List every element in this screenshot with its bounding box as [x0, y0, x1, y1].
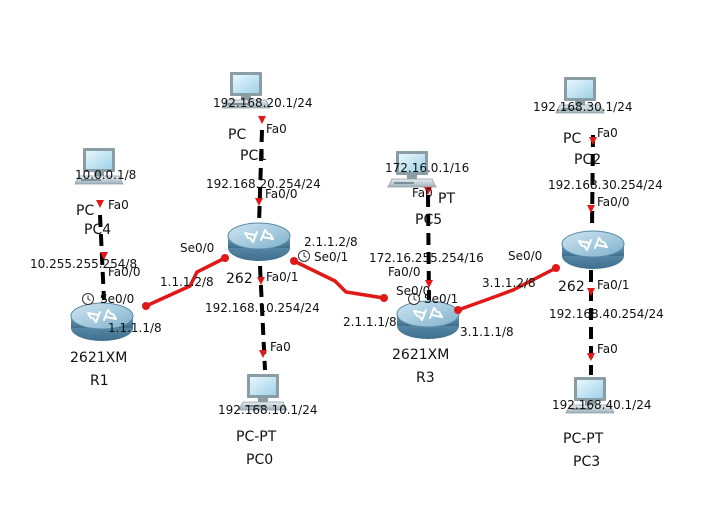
pc1-fa0-label: Fa0: [266, 122, 287, 136]
r4-model-label: 262: [558, 279, 585, 295]
clock-icon: [82, 293, 94, 305]
pc2-name-label: PC2: [574, 152, 601, 168]
link-r2-r3-serial[interactable]: [293, 259, 385, 300]
r3-se01-ip-label: 3.1.1.1/8: [460, 325, 514, 339]
pc5-ip-label: 172.16.0.1/16: [385, 161, 469, 175]
link-status-dots: [96, 116, 597, 361]
link-pc1-r2[interactable]: [257, 129, 264, 225]
pc4-ip-label: 10.0.0.1/8: [75, 168, 136, 182]
pc4-name-label: PC4: [84, 222, 111, 238]
pc3-name-label: PC3: [573, 454, 600, 470]
pc0-name-label: PC0: [246, 452, 273, 468]
pc3-fa0-label: Fa0: [597, 342, 618, 356]
r3-se00-label: Se0/0: [396, 284, 430, 298]
link-pc2-r4[interactable]: [590, 134, 595, 229]
pc0-fa0-label: Fa0: [270, 340, 291, 354]
r2-fa00-label: Fa0/0: [265, 187, 297, 201]
pc1-name-label: PC1: [240, 148, 267, 164]
r2-fa01-label: Fa0/1: [266, 270, 298, 284]
pc3-ip-label: 192.168.40.1/24: [552, 398, 651, 412]
pc1-ip-label: 192.168.20.1/24: [213, 96, 312, 110]
r4-se00-ip-label: 3.1.1.2/8: [482, 276, 536, 290]
pc5-model-label: PT: [438, 191, 455, 207]
r1-fa00-ip-label: 10.255.255.254/8: [30, 257, 137, 271]
pc3-model-label: PC-PT: [563, 431, 604, 447]
router-icon[interactable]: [227, 222, 291, 262]
r2-model-label: 262: [226, 271, 253, 287]
r3-fa00-ip-label: 172.16.255.254/16: [369, 251, 484, 265]
pc2-ip-label: 192.168.30.1/24: [533, 100, 632, 114]
r1-fa00-label: Fa0/0: [108, 265, 140, 279]
r2-se01-label: Se0/1: [314, 250, 348, 264]
r1-se00-label: Se0/0: [100, 292, 134, 306]
r1-name-label: R1: [90, 373, 109, 389]
pc2-fa0-label: Fa0: [597, 126, 618, 140]
r4-fa00-ip-label: 192.168.30.254/24: [548, 178, 663, 192]
r4-fa00-label: Fa0/0: [597, 195, 629, 209]
r4-fa01-ip-label: 192.168.40.254/24: [549, 307, 664, 321]
r2-fa01-ip-label: 192.168.10.254/24: [205, 301, 320, 315]
pc0-model-label: PC-PT: [236, 429, 277, 445]
r1-se00-ip-label: 1.1.1.1/8: [108, 321, 162, 335]
link-r1-r2-serial[interactable]: [145, 256, 226, 308]
r4-fa01-label: Fa0/1: [597, 278, 629, 292]
pc0-ip-label: 192.168.10.1/24: [218, 403, 317, 417]
r3-name-label: R3: [416, 370, 435, 386]
router-icon[interactable]: [396, 300, 460, 340]
pc5-fa0-label: Fa0: [412, 186, 433, 200]
r2-se00-ip-label: 1.1.1.2/8: [160, 275, 214, 289]
pc4-model-label: PC: [76, 203, 94, 219]
router-icon[interactable]: [561, 230, 625, 270]
pc1-model-label: PC: [228, 127, 246, 143]
link-r3-r4-serial[interactable]: [457, 266, 557, 312]
r2-se01-ip-label: 2.1.1.2/8: [304, 235, 358, 249]
pc4-fa0-label: Fa0: [108, 198, 129, 212]
link-pc4-r1[interactable]: [98, 214, 106, 301]
r2-fa00-ip-label: 192.168.20.254/24: [206, 177, 321, 191]
pc2-model-label: PC: [563, 131, 581, 147]
serial-links: [145, 256, 557, 312]
r3-se01-label: Se0/1: [424, 292, 458, 306]
r2-se00-label: Se0/0: [180, 241, 214, 255]
r4-se00-label: Se0/0: [508, 249, 542, 263]
pc5-name-label: PC5: [415, 212, 442, 228]
r3-fa00-label: Fa0/0: [388, 265, 420, 279]
r3-model-label: 2621XM: [392, 347, 449, 363]
clock-icon: [298, 250, 310, 262]
r3-se00-ip-label: 2.1.1.1/8: [343, 315, 397, 329]
r1-model-label: 2621XM: [70, 350, 127, 366]
